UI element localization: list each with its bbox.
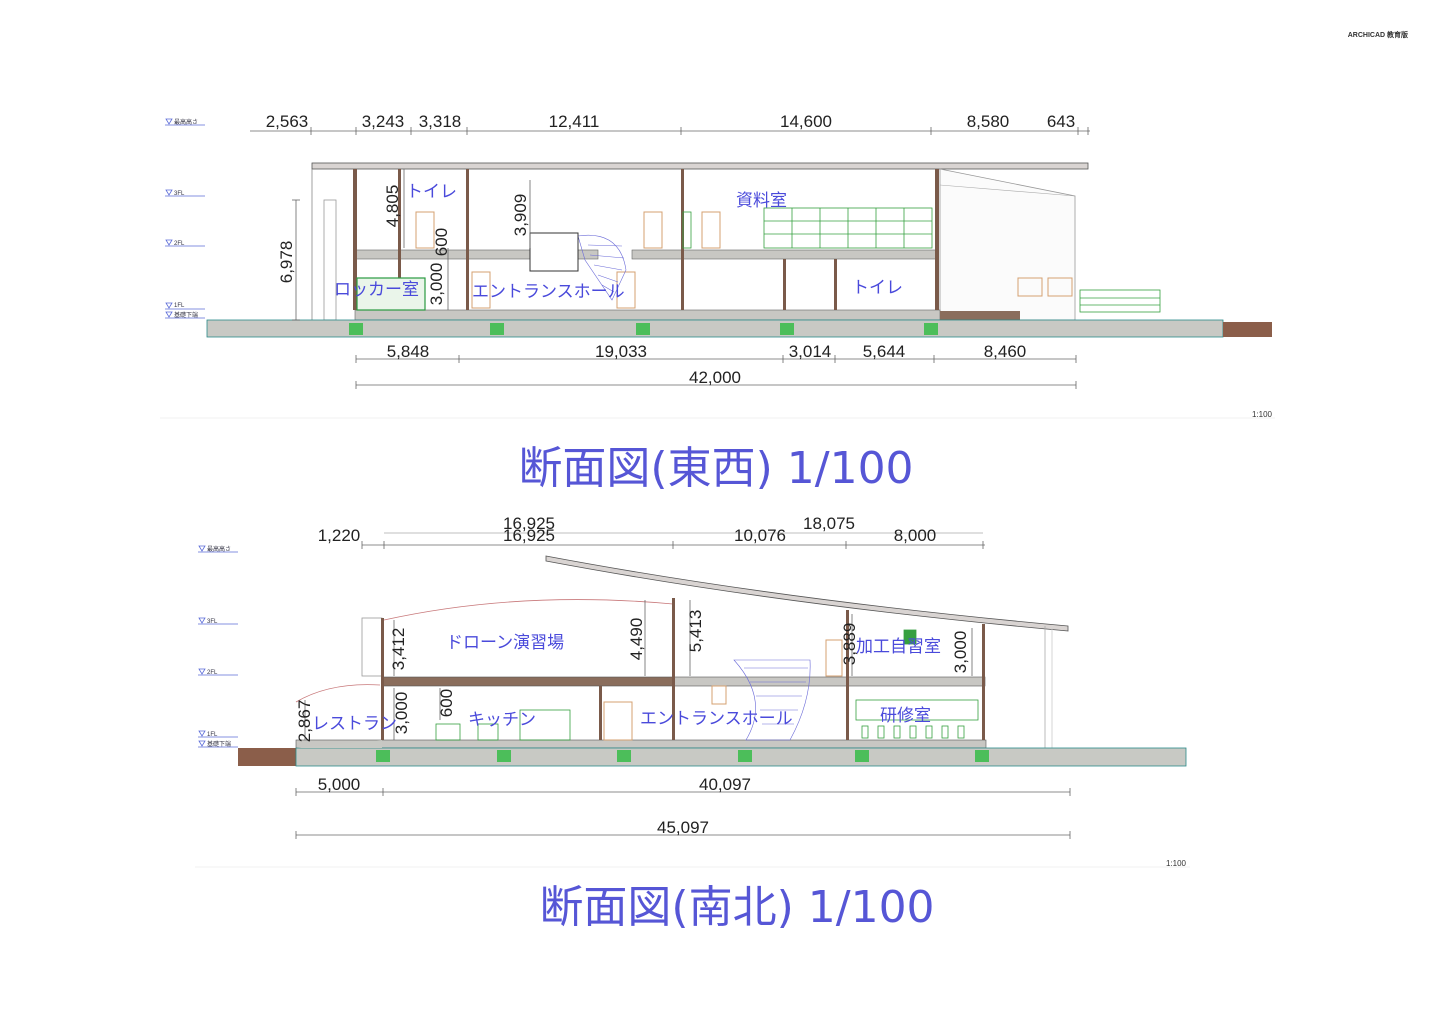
vdim-ns-6: 2,867: [295, 700, 314, 743]
level-2fl: 2FL: [174, 241, 185, 247]
room-kitchen: キッチン: [468, 710, 536, 730]
room-workshop: 加工自習室: [856, 637, 941, 657]
level-markers-ns: [198, 545, 238, 748]
vert-dim-lines-ns: [304, 600, 973, 740]
dim-total-ew: 42,000: [689, 368, 741, 387]
building-ew: [206, 162, 1272, 338]
dim-top-ns-1: 1,220: [318, 526, 361, 545]
room-archive: 資料室: [736, 191, 787, 211]
title-north-south: 断面図(南北) 1/100: [539, 882, 934, 933]
vdim-ns-3: 5,413: [686, 610, 705, 653]
watermark-text: ARCHICAD 教育版: [1348, 30, 1408, 39]
room-entrance-ns: エントランスホール: [640, 709, 793, 729]
dim-top-ns-5: 18,075: [803, 514, 855, 533]
level-markers: [165, 118, 205, 319]
level-max-height-ns: 最高高さ: [207, 545, 231, 553]
vdim-ew-4: 3,000: [427, 263, 446, 306]
dim-top-2: 3,243: [362, 112, 405, 131]
building-ns: [238, 555, 1187, 767]
level-footing-ns: 基礎下端: [207, 740, 231, 748]
room-toilet-lower: トイレ: [852, 278, 903, 298]
dim-top-4: 12,411: [549, 112, 600, 131]
dim-line-bottom-ns: [295, 788, 1071, 839]
dim-top-6: 8,580: [967, 112, 1010, 131]
room-training: 研修室: [880, 706, 931, 726]
level-2fl-ns: 2FL: [207, 670, 218, 676]
vdim-ns-8: 600: [437, 689, 456, 717]
dim-bottom-1: 5,848: [387, 342, 430, 361]
dim-total-ns: 45,097: [657, 818, 709, 837]
vdim-ns-7: 3,000: [392, 692, 411, 735]
level-3fl-ns: 3FL: [207, 619, 218, 625]
section-east-west: 最高高さ 3FL 2FL 1FL 基礎下端 2,563 3,243 3,318 …: [160, 112, 1275, 494]
dim-bottom-5: 8,460: [984, 342, 1027, 361]
level-1fl: 1FL: [174, 303, 185, 309]
dim-top-ns-6: 8,000: [894, 526, 937, 545]
dim-top-ns-3: 16,925: [503, 526, 555, 545]
vdim-ns-4: 3,889: [840, 623, 859, 666]
room-toilet-upper: トイレ: [406, 182, 457, 202]
dim-bottom-2: 19,033: [595, 342, 647, 361]
scale-ew: 1:100: [1252, 410, 1273, 419]
level-max-height: 最高高さ: [174, 118, 198, 126]
level-footing: 基礎下端: [174, 311, 198, 319]
vdim-ew-1: 6,978: [277, 241, 296, 284]
title-east-west: 断面図(東西) 1/100: [518, 443, 913, 494]
room-restaurant: レストラン: [312, 714, 397, 734]
dim-line-bottom-ew: [355, 355, 1077, 389]
dim-top-ns-2: 16,925: [503, 514, 555, 533]
vdim-ns-2: 4,490: [627, 618, 646, 661]
dim-top-5: 14,600: [780, 112, 832, 131]
dim-top-ns-4: 10,076: [734, 526, 786, 545]
dim-top-7: 643: [1047, 112, 1075, 131]
dim-bottom-ns-2: 40,097: [699, 775, 751, 794]
dim-bottom-3: 3,014: [789, 342, 832, 361]
vert-dim-lines-ew: [292, 169, 531, 321]
dim-bottom-4: 5,644: [863, 342, 906, 361]
level-1fl-ns: 1FL: [207, 732, 218, 738]
room-drone: ドローン演習場: [446, 633, 564, 653]
dim-bottom-ns-1: 5,000: [318, 775, 361, 794]
scale-ns: 1:100: [1166, 859, 1187, 868]
vdim-ew-2: 4,805: [383, 185, 402, 228]
vdim-ew-3: 600: [432, 228, 451, 256]
vdim-ns-1: 3,412: [389, 628, 408, 671]
dim-top-3: 3,318: [419, 112, 462, 131]
dim-top-1: 2,563: [266, 112, 309, 131]
section-north-south: 最高高さ 3FL 2FL 1FL 基礎下端 1,220 16,925 16,92…: [195, 514, 1190, 933]
level-3fl: 3FL: [174, 191, 185, 197]
room-locker: ロッカー室: [334, 280, 419, 300]
dim-line-top: [250, 127, 1090, 135]
vdim-ns-5: 3,000: [951, 631, 970, 674]
vdim-ew-5: 3,909: [511, 194, 530, 237]
room-entrance-ew: エントランスホール: [472, 282, 625, 302]
dim-line-top-ns: [361, 532, 985, 549]
